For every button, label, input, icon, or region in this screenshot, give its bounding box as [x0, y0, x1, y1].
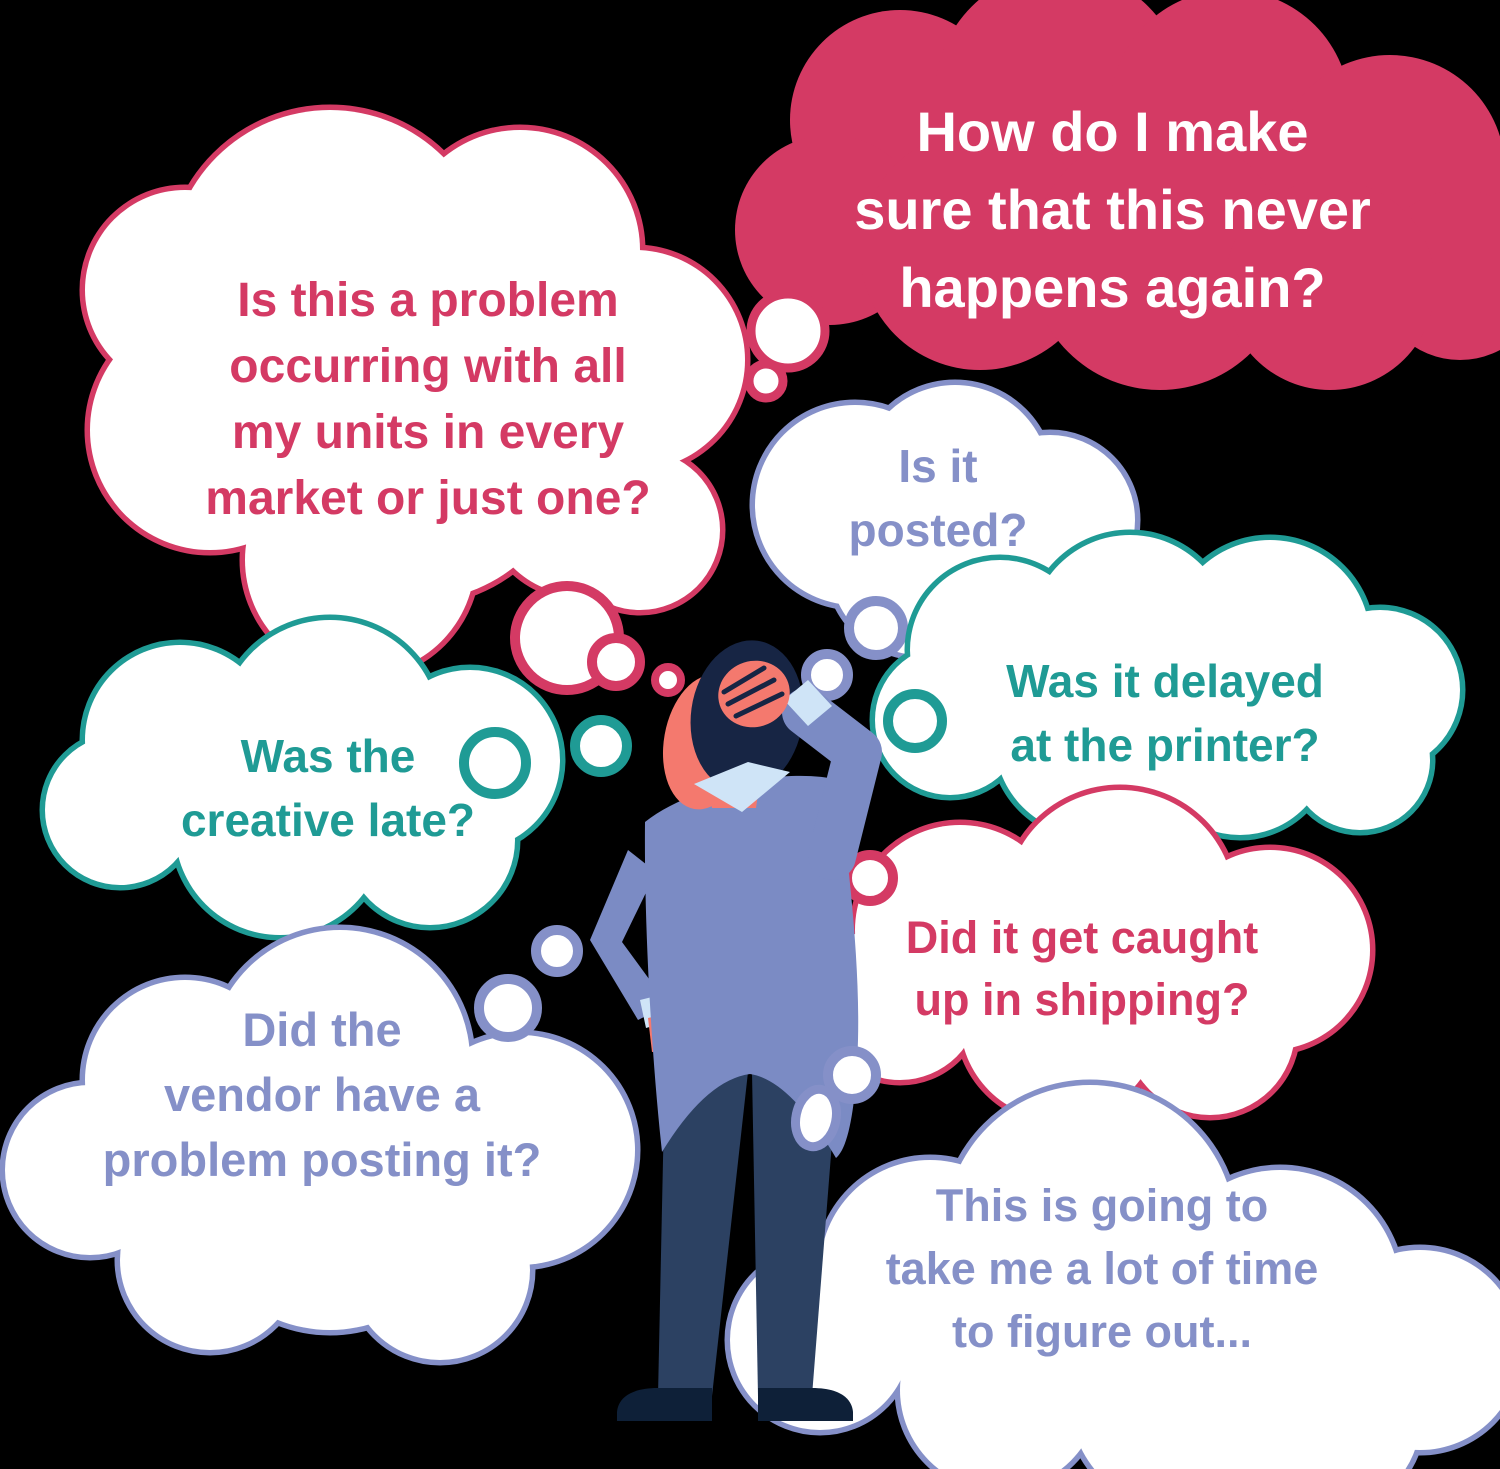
- bubble-all-units-trail-circle: [651, 663, 685, 697]
- bubble-creative-late-text: Was the creative late?: [180, 730, 476, 846]
- bubble-vendor-posting-text: Did the vendor have a problem posting it…: [102, 1002, 542, 1186]
- man-figure: [590, 640, 882, 1421]
- bubble-creative-late-trail-circle: [459, 727, 531, 799]
- bubble-figure-out-text: This is going to take me a lot of time t…: [885, 1179, 1319, 1357]
- man-finger-line: [725, 677, 777, 707]
- bubble-vendor-posting-cloud: [0, 924, 641, 1366]
- man-right-shoe: [758, 1388, 853, 1421]
- man-finger-line: [733, 691, 785, 719]
- bubble-delayed-printer-text: Was it delayed at the printer?: [1006, 655, 1324, 771]
- bubble-delayed-printer-trail-circle: [883, 689, 947, 753]
- man-right-hand: [718, 660, 790, 728]
- man-finger-line: [721, 665, 767, 695]
- bubble-figure-out-trail-circle: [823, 1046, 881, 1104]
- bubble-is-it-posted-text: Is it posted?: [848, 440, 1028, 556]
- bubble-all-units-text: Is this a problem occurring with all my …: [205, 274, 651, 525]
- bubble-all-units-cloud: [79, 104, 751, 697]
- bubble-vendor-posting-trail-circle: [531, 925, 583, 977]
- man-collar: [694, 762, 790, 812]
- bubble-is-it-posted-trail-circle: [844, 596, 908, 660]
- bubble-all-units-trail-circle: [587, 633, 645, 691]
- man-right-arm: [782, 688, 882, 880]
- bubble-never-again-cloud: [735, 0, 1500, 403]
- bubble-creative-late-trail-circle: [570, 715, 632, 777]
- bubble-never-again-text: How do I make sure that this never happe…: [854, 100, 1371, 319]
- man-torso: [644, 775, 859, 1158]
- bubble-is-it-posted-trail-circle: [801, 649, 853, 701]
- man-right-cuff: [784, 680, 832, 726]
- man-left-leg: [658, 1066, 748, 1396]
- bubble-figure-out-trail-circle: [791, 1084, 841, 1152]
- bubble-caught-shipping-text: Did it get caught up in shipping?: [905, 912, 1259, 1025]
- man-left-shoe: [617, 1388, 712, 1421]
- bubble-vendor-posting-trail-circle: [474, 974, 542, 1042]
- bubble-creative-late-cloud: [39, 614, 632, 941]
